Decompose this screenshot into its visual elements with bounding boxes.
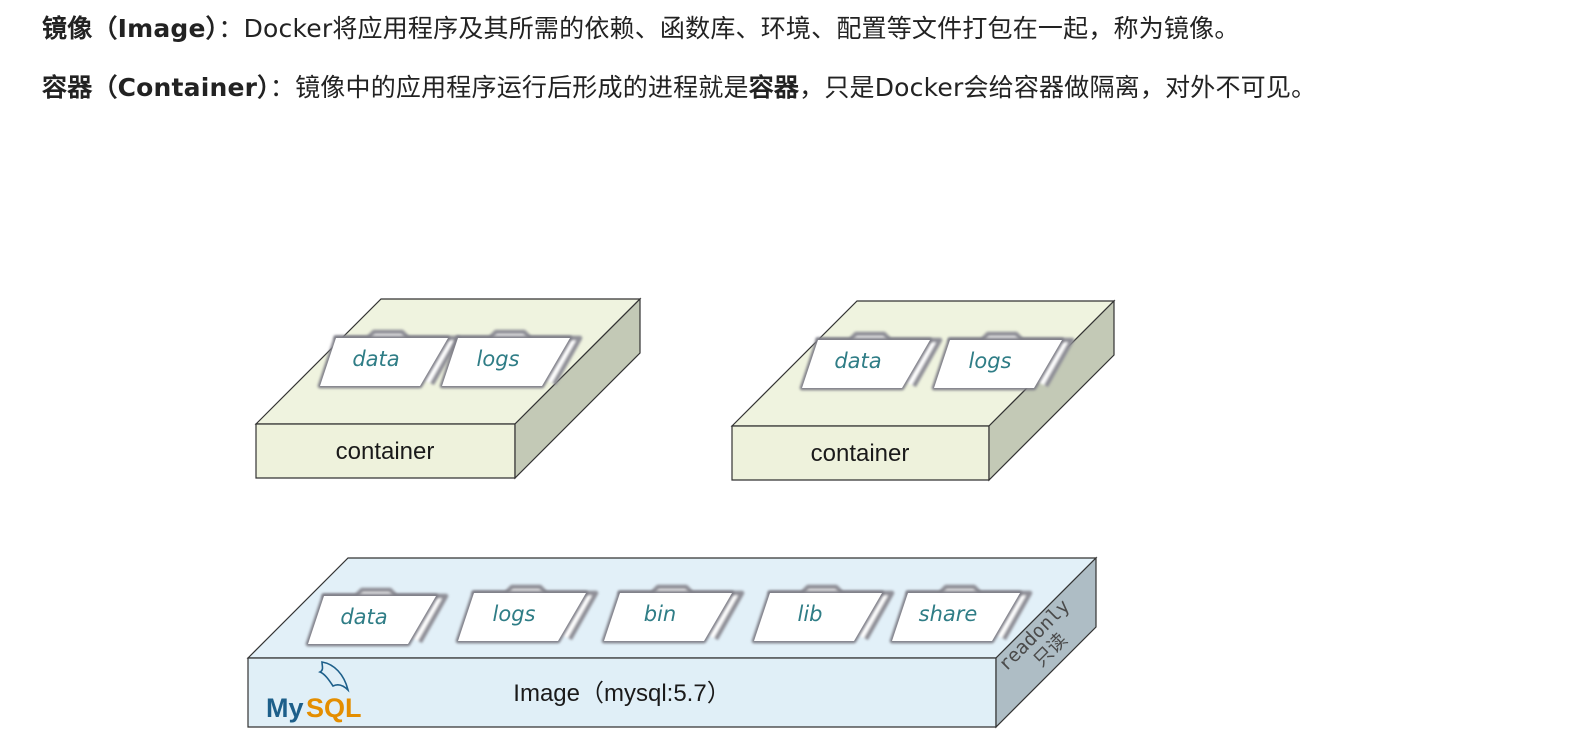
container-2-label: container	[811, 440, 910, 467]
svg-text:data: data	[340, 605, 387, 629]
container-box-1: data logs container	[254, 297, 642, 480]
image-sep: ：	[218, 14, 244, 43]
mysql-logo: My SQL	[266, 661, 362, 723]
dolphin-icon	[318, 661, 350, 693]
svg-text:logs: logs	[969, 349, 1012, 373]
svg-text:share: share	[919, 602, 978, 626]
svg-text:bin: bin	[644, 602, 676, 626]
svg-text:data: data	[834, 349, 881, 373]
container-1-folder-2: logs	[442, 332, 580, 386]
image-folder-3: bin	[604, 587, 742, 641]
image-box: data logs bin lib share Image（mysql:5.7）…	[246, 556, 1098, 729]
container-2-folder-1: data	[802, 334, 940, 388]
image-description: Docker将应用程序及其所需的依赖、函数库、环境、配置等文件打包在一起，称为镜…	[243, 14, 1240, 43]
container-sep: ：	[269, 73, 296, 102]
container-term: 容器（Container）	[42, 73, 270, 102]
image-label: Image（mysql:5.7）	[513, 680, 730, 707]
container-1-folder-1: data	[320, 332, 458, 386]
container-description-b: ，只是Docker会给容器做隔离，对外不可见。	[799, 73, 1317, 102]
image-folder-1: data	[308, 590, 446, 644]
image-folder-5: share	[892, 587, 1030, 641]
svg-text:lib: lib	[798, 602, 823, 626]
image-folder-2: logs	[458, 587, 596, 641]
image-side	[995, 556, 1097, 729]
svg-text:logs: logs	[477, 347, 520, 371]
image-definition: 镜像（Image）：Docker将应用程序及其所需的依赖、函数库、环境、配置等文…	[42, 12, 1240, 46]
container-description-bold: 容器	[748, 73, 800, 102]
image-folder-4: lib	[754, 587, 892, 641]
mysql-logo-my: My	[266, 693, 304, 723]
container-box-2: data logs container	[730, 299, 1116, 482]
image-term: 镜像（Image）	[42, 14, 219, 43]
svg-text:logs: logs	[493, 602, 536, 626]
container-1-side	[514, 297, 641, 480]
container-description-a: 镜像中的应用程序运行后形成的进程就是	[295, 73, 749, 102]
container-definition: 容器（Container）：镜像中的应用程序运行后形成的进程就是容器，只是Doc…	[42, 71, 1316, 105]
mysql-logo-sql: SQL	[306, 693, 362, 723]
svg-text:data: data	[352, 347, 399, 371]
container-2-folder-2: logs	[934, 334, 1072, 388]
container-1-label: container	[336, 438, 435, 465]
